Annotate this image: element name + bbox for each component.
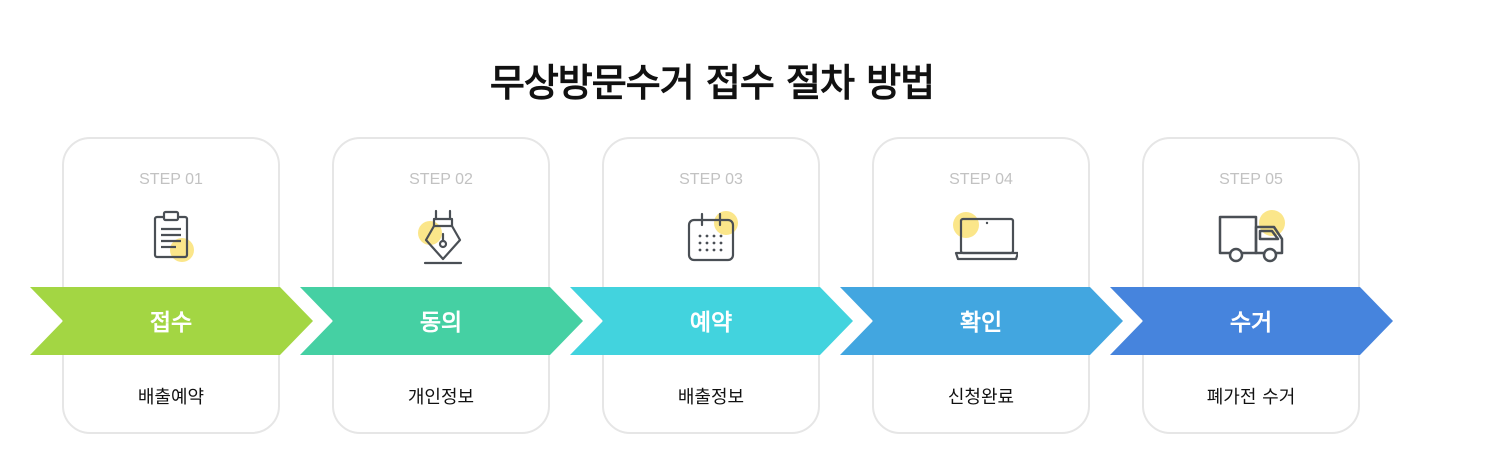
- step-number: STEP 04: [949, 171, 1013, 188]
- step-number: STEP 03: [679, 171, 743, 188]
- step-name: 접수: [149, 310, 193, 336]
- step-detail: 폐가전 수거: [1206, 387, 1296, 408]
- calendar-icon: [678, 207, 748, 267]
- step-detail: 신청완료: [947, 387, 1015, 408]
- step-name: 동의: [419, 310, 463, 336]
- page-title: 무상방문수거 접수 절차 방법: [489, 61, 935, 105]
- step-detail: 개인정보: [407, 387, 475, 408]
- step-number: STEP 01: [139, 171, 203, 188]
- step-name: 예약: [689, 310, 733, 336]
- truck-icon: [1218, 207, 1288, 267]
- step-card-3: STEP 03 배출정보: [602, 137, 820, 434]
- step-number: STEP 02: [409, 171, 473, 188]
- step-number: STEP 05: [1219, 171, 1283, 188]
- laptop-icon: [948, 207, 1018, 267]
- step-detail: 배출예약: [137, 387, 205, 408]
- step-detail: 배출정보: [677, 387, 745, 408]
- step-card-5: STEP 05 폐가전 수거: [1142, 137, 1360, 434]
- step-card-1: STEP 01 배출예약: [62, 137, 280, 434]
- step-card-2: STEP 02 개인정보: [332, 137, 550, 434]
- step-name: 수거: [1229, 310, 1273, 336]
- step-card-4: STEP 04 신청완료: [872, 137, 1090, 434]
- step-name: 확인: [959, 310, 1003, 336]
- pen-nib-icon: [408, 207, 478, 267]
- clipboard-icon: [138, 207, 208, 267]
